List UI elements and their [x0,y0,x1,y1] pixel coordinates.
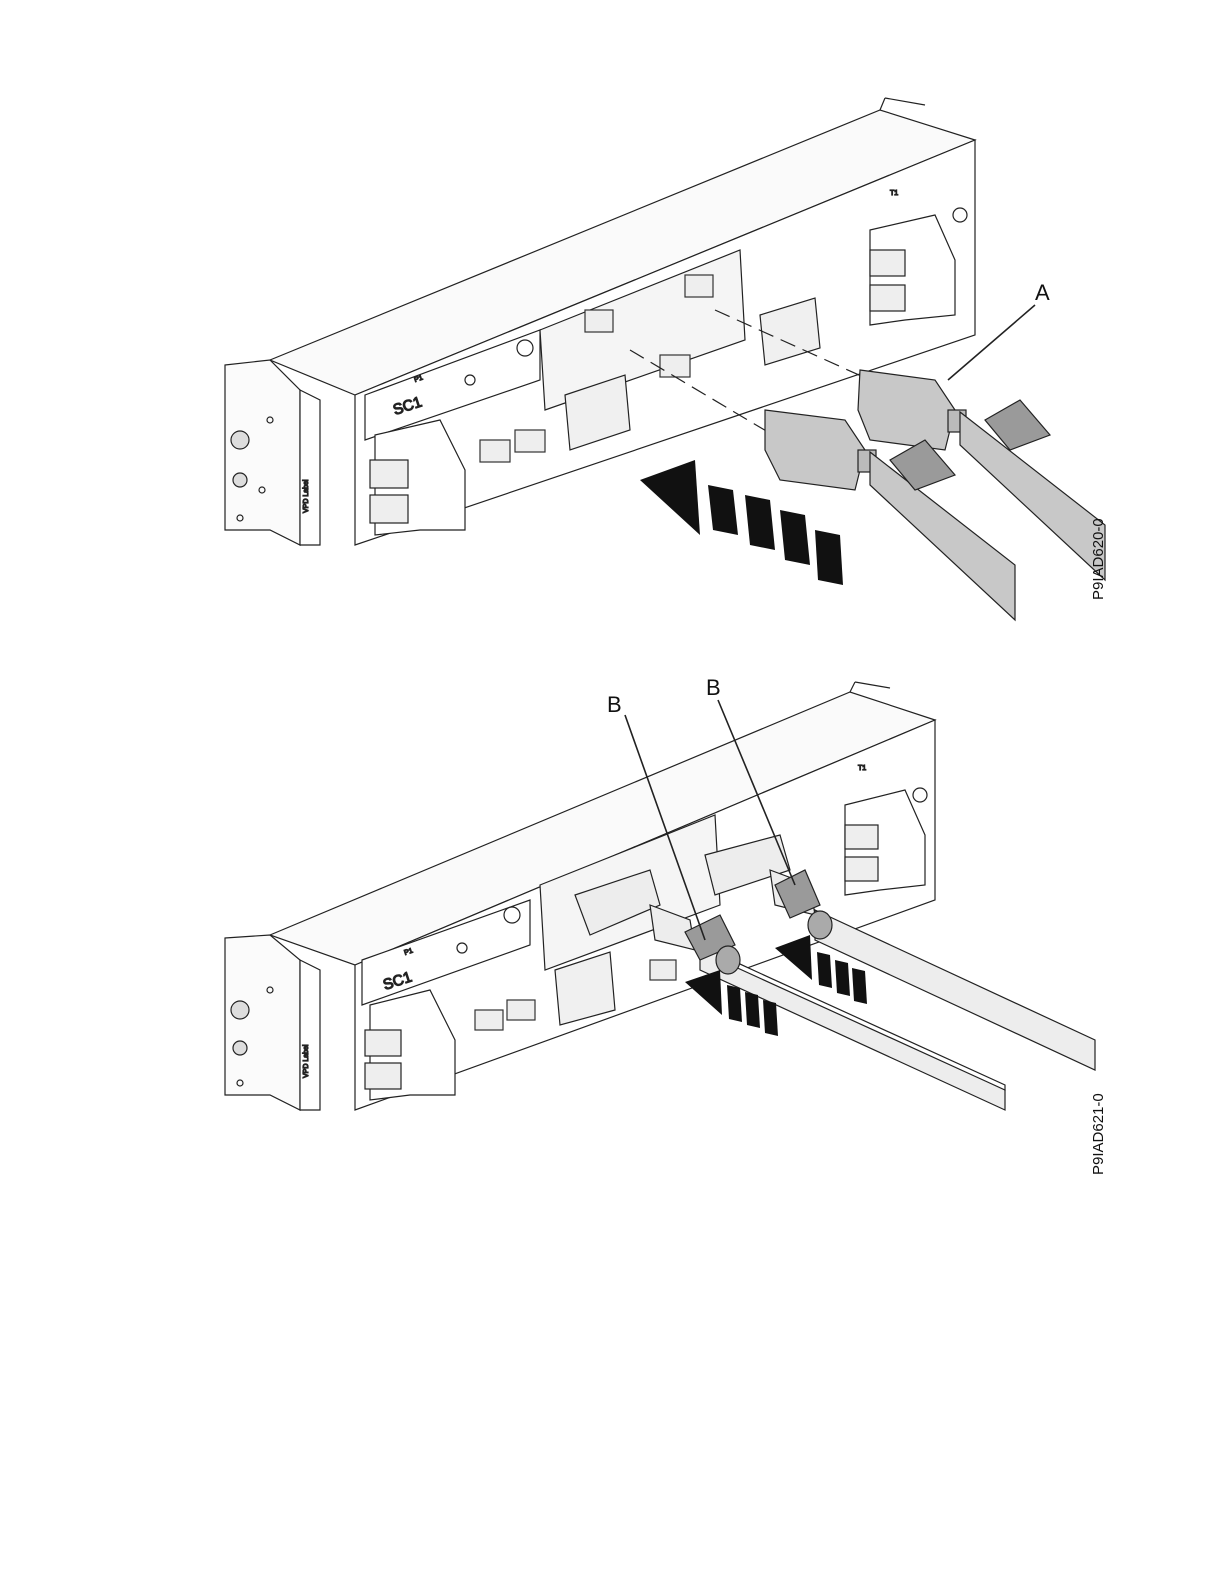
callout-b-left: B [607,692,622,717]
vpd-label-text: VPD Label [303,1044,310,1078]
left-ear [225,935,300,1110]
figure-1: VPD Label SC1 P1 T1 [0,90,1224,650]
figure-1-id: P9IAD620-0 [1090,518,1107,600]
left-ear [225,360,300,545]
vpd-label-text: VPD Label [303,479,310,513]
t1-label: T1 [858,765,866,772]
callout-b-right: B [706,675,721,700]
figure-1-illustration: VPD Label SC1 P1 T1 [0,90,1224,650]
figure-2-illustration: VPD Label SC1 P1 T1 [0,670,1224,1190]
callout-a: A [1035,280,1050,305]
t1-label: T1 [890,190,898,197]
vpd-label-plate [300,390,320,545]
figure-2: VPD Label SC1 P1 T1 [0,670,1224,1190]
vpd-label-plate [300,960,320,1110]
figure-2-id: P9IAD621-0 [1090,1093,1107,1175]
